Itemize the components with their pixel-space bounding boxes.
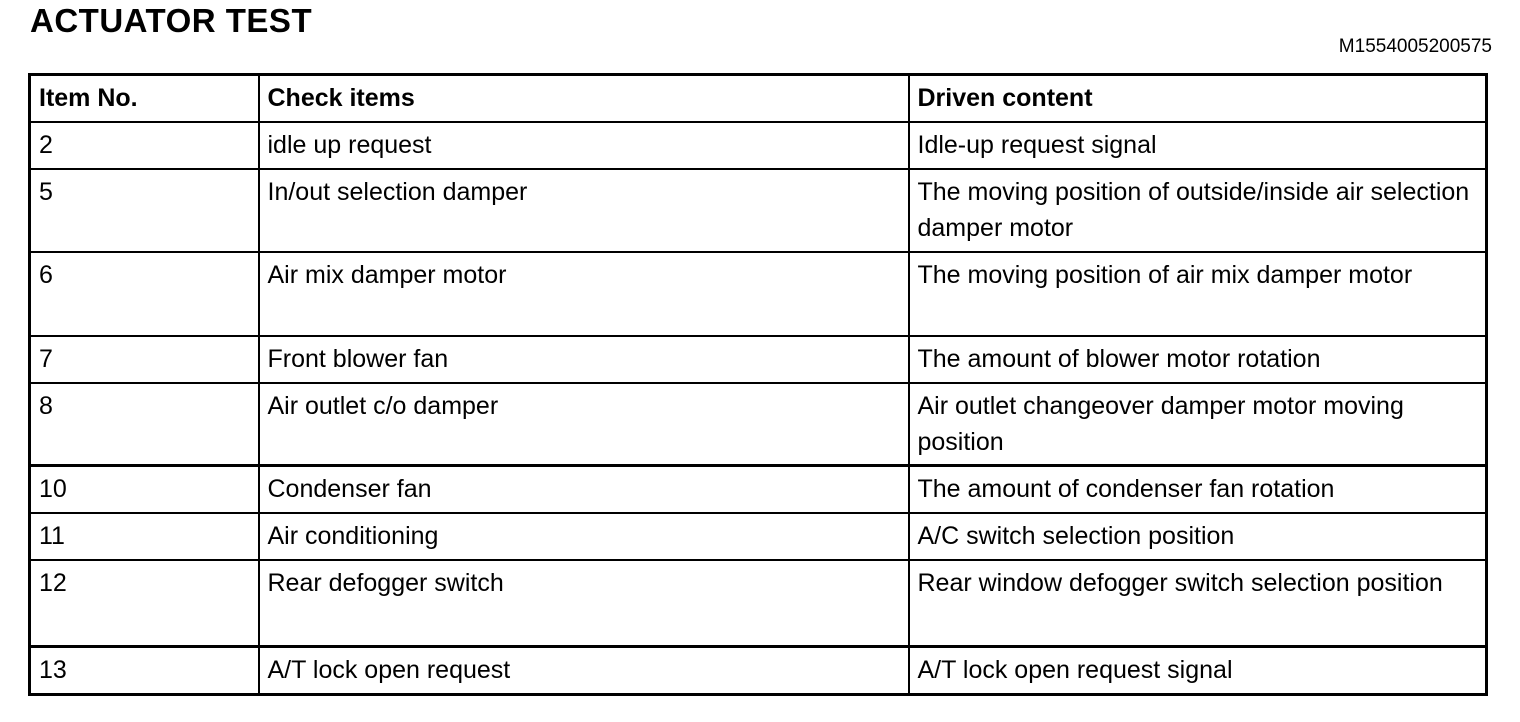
cell-driven-content: Rear window defogger switch selection po… — [907, 558, 1488, 648]
column-header-check-items: Check items — [257, 73, 910, 123]
table-row: 12 Rear defogger switch Rear window defo… — [28, 558, 1488, 648]
column-header-driven-content: Driven content — [907, 73, 1488, 123]
cell-driven-content: A/T lock open request signal — [907, 645, 1488, 696]
cell-item-no: 13 — [28, 645, 260, 696]
cell-check-item: idle up request — [257, 120, 910, 170]
cell-check-item: Air mix damper motor — [257, 250, 910, 337]
actuator-test-table: Item No. Check items Driven content 2 id… — [28, 73, 1488, 696]
cell-driven-content: Air outlet changeover damper motor movin… — [907, 381, 1488, 467]
cell-item-no: 5 — [28, 167, 260, 253]
cell-driven-content: A/C switch selection position — [907, 511, 1488, 561]
cell-item-no: 6 — [28, 250, 260, 337]
table-row: 6 Air mix damper motor The moving positi… — [28, 250, 1488, 337]
cell-check-item: Rear defogger switch — [257, 558, 910, 648]
table-header-row: Item No. Check items Driven content — [28, 73, 1488, 123]
table-row: 2 idle up request Idle-up request signal — [28, 120, 1488, 170]
table-row: 7 Front blower fan The amount of blower … — [28, 334, 1488, 384]
cell-driven-content: The amount of blower motor rotation — [907, 334, 1488, 384]
table-row: 11 Air conditioning A/C switch selection… — [28, 511, 1488, 561]
cell-check-item: Air conditioning — [257, 511, 910, 561]
cell-item-no: 10 — [28, 464, 260, 514]
cell-check-item: In/out selection damper — [257, 167, 910, 253]
column-header-item-no: Item No. — [28, 73, 260, 123]
cell-driven-content: The moving position of air mix damper mo… — [907, 250, 1488, 337]
cell-item-no: 11 — [28, 511, 260, 561]
cell-driven-content: Idle-up request signal — [907, 120, 1488, 170]
cell-item-no: 2 — [28, 120, 260, 170]
cell-check-item: A/T lock open request — [257, 645, 910, 696]
cell-driven-content: The amount of condenser fan rotation — [907, 464, 1488, 514]
cell-item-no: 7 — [28, 334, 260, 384]
table-row: 5 In/out selection damper The moving pos… — [28, 167, 1488, 253]
cell-driven-content: The moving position of outside/inside ai… — [907, 167, 1488, 253]
document-reference-number: M1554005200575 — [1338, 36, 1492, 57]
page-title: ACTUATOR TEST — [30, 2, 313, 39]
table-row: 8 Air outlet c/o damper Air outlet chang… — [28, 381, 1488, 467]
cell-check-item: Air outlet c/o damper — [257, 381, 910, 467]
table-row: 10 Condenser fan The amount of condenser… — [28, 464, 1488, 514]
cell-check-item: Condenser fan — [257, 464, 910, 514]
table-row: 13 A/T lock open request A/T lock open r… — [28, 645, 1488, 696]
cell-item-no: 12 — [28, 558, 260, 648]
cell-item-no: 8 — [28, 381, 260, 467]
cell-check-item: Front blower fan — [257, 334, 910, 384]
